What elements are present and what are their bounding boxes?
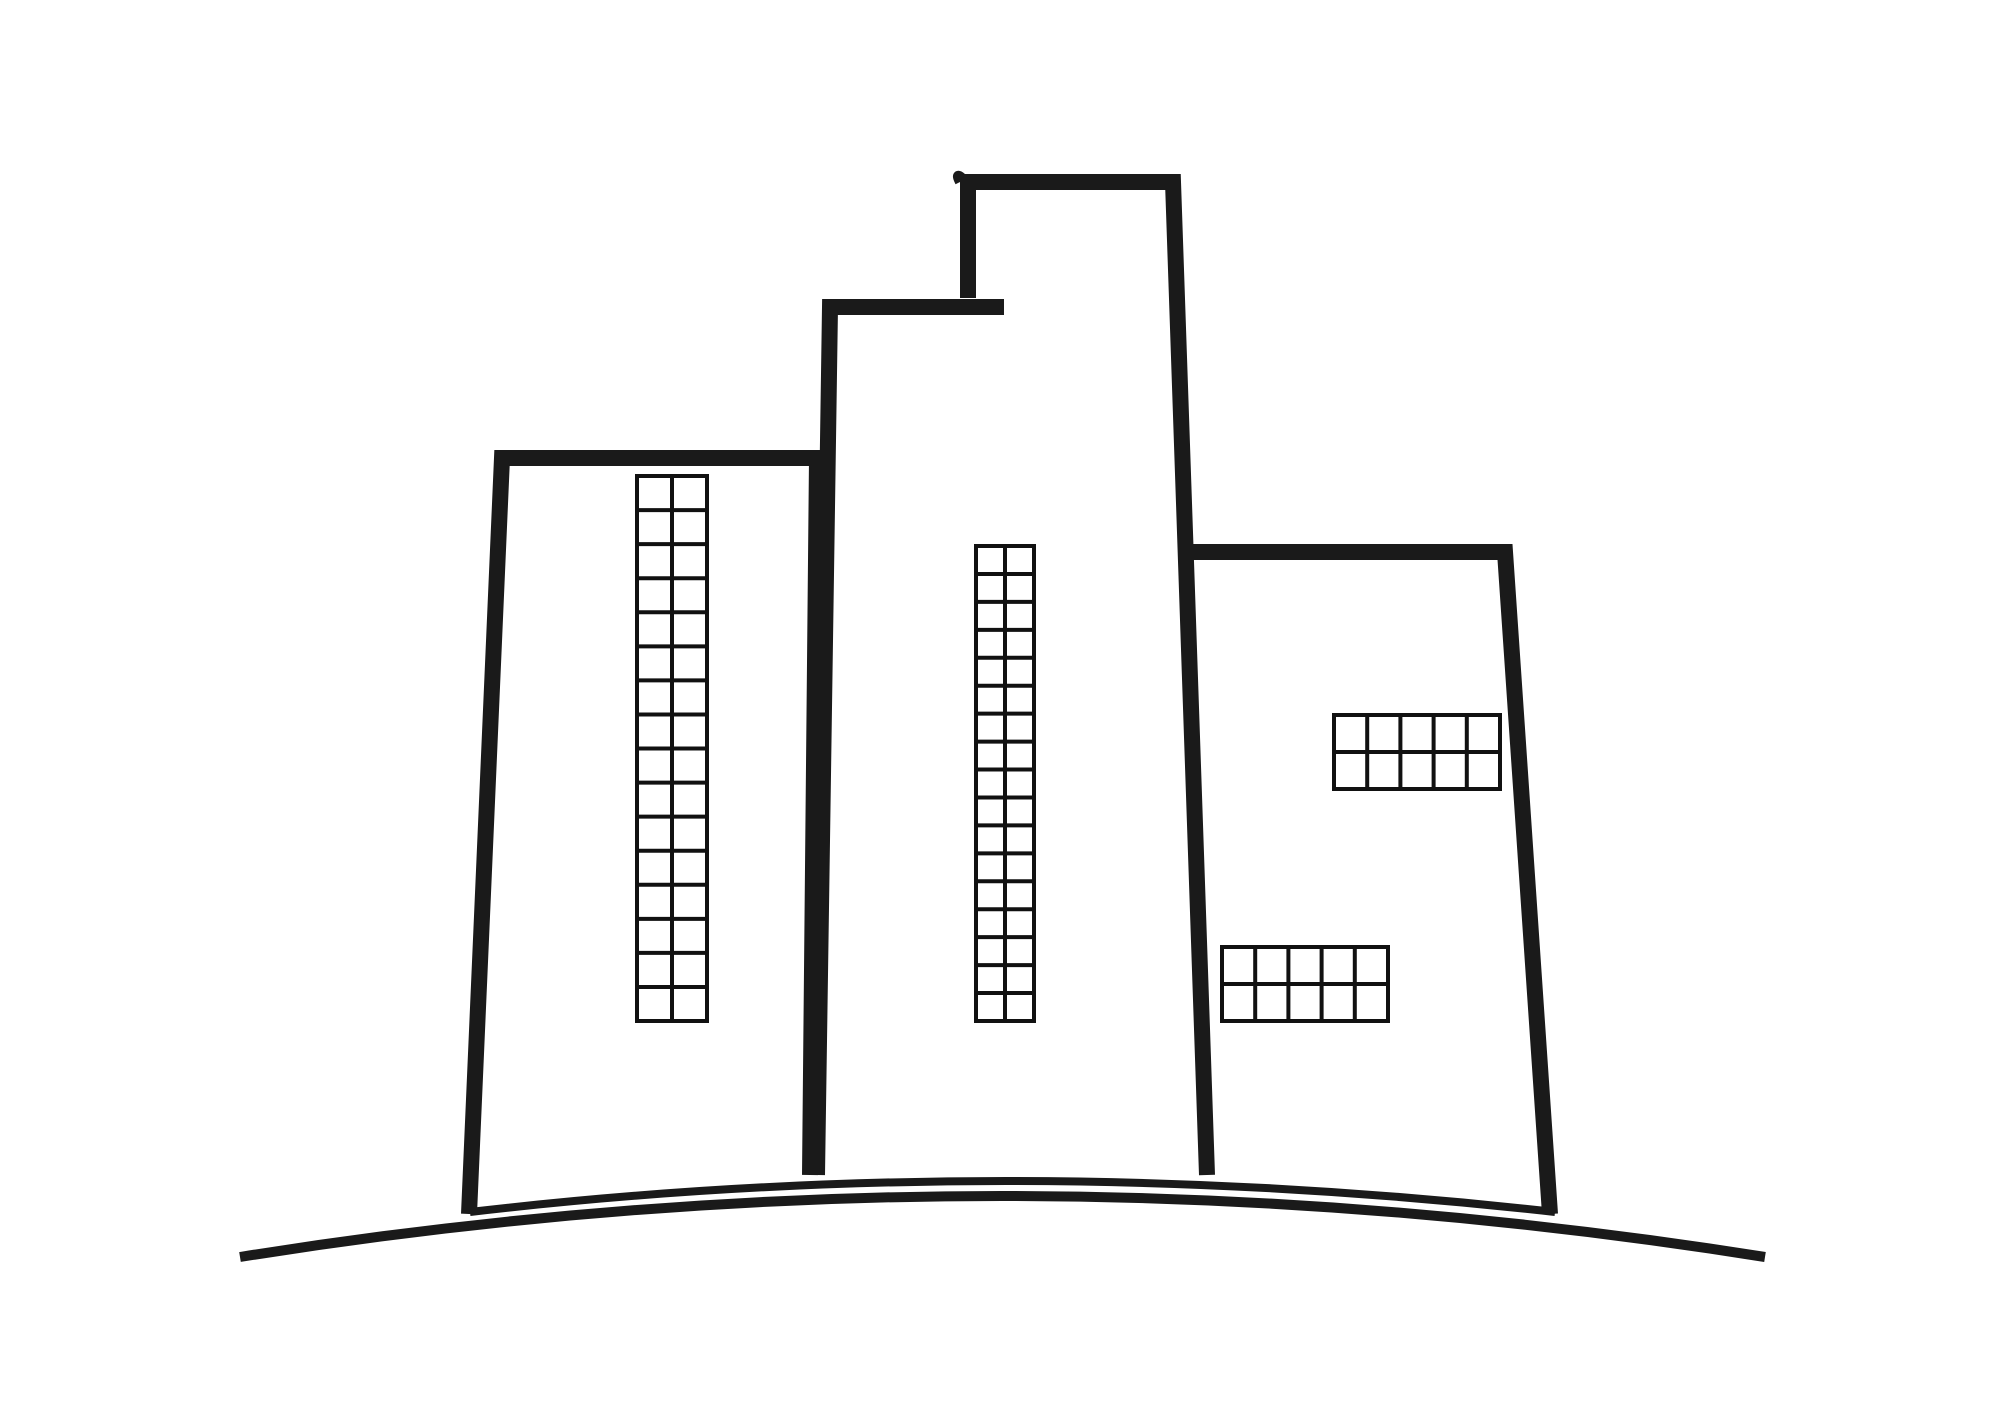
left-building-window: [635, 474, 709, 1023]
right-building: [1190, 544, 1558, 1215]
window-groups: [635, 474, 1502, 1023]
center-building-window: [974, 544, 1036, 1023]
right-building-upper-window: [1332, 713, 1502, 791]
left-building: [461, 450, 826, 1215]
center-building-roof-notch: [960, 174, 1215, 1176]
center-building-roof-notch-edge: [952, 170, 966, 185]
center-building: [809, 299, 1004, 1176]
right-building-lower-window: [1220, 945, 1390, 1023]
ground-hill-upper-edge: [469, 1177, 1556, 1216]
ground-hill: [239, 1191, 1766, 1262]
